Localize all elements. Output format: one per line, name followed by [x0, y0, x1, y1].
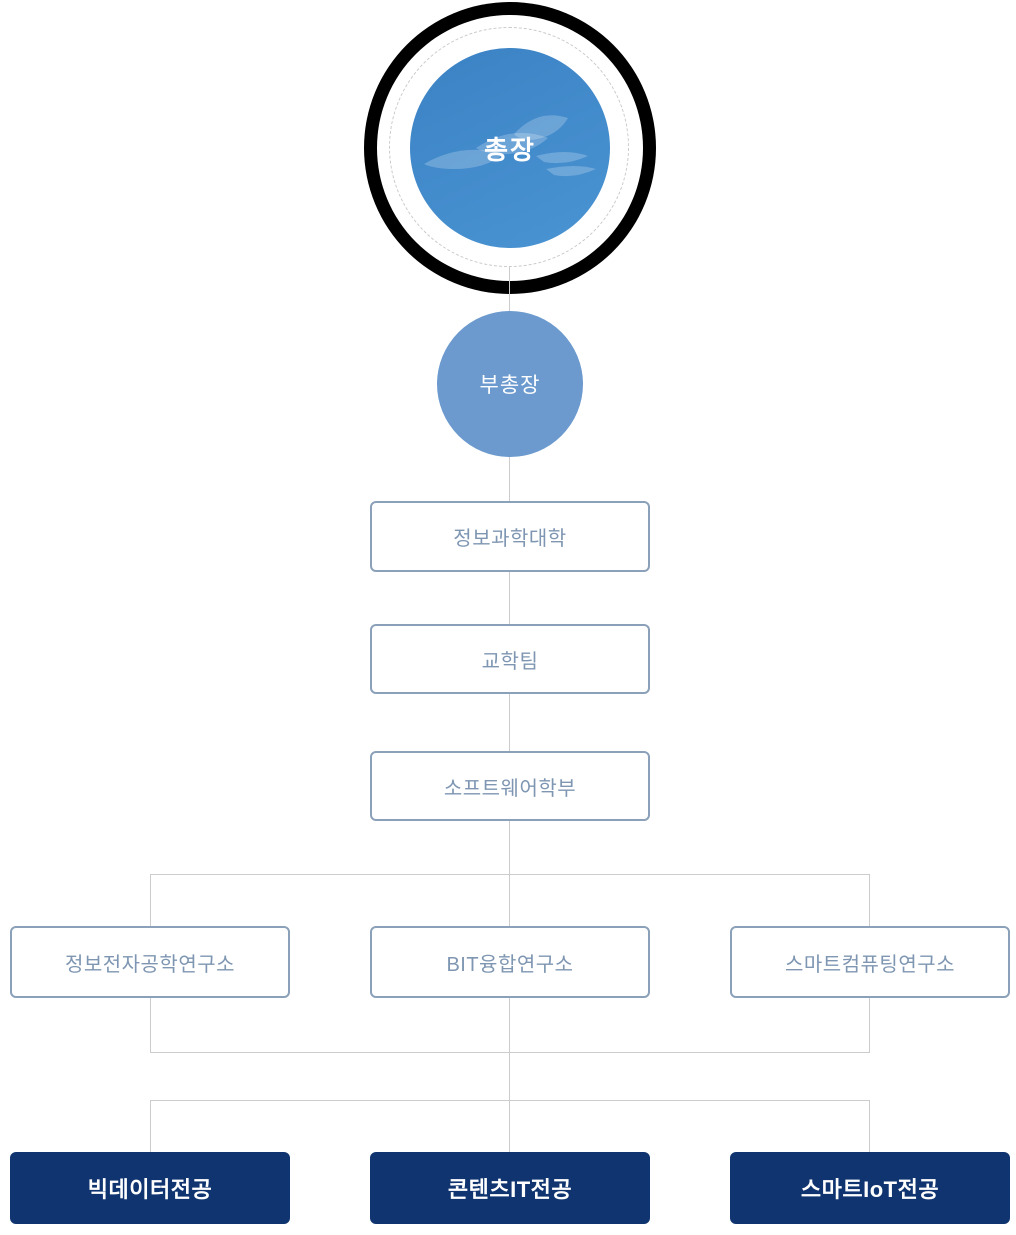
major-label: 콘텐츠IT전공 — [447, 1177, 573, 1202]
wave-logo-icon — [424, 115, 596, 177]
connector-school-bracket — [509, 821, 510, 874]
node-vice-president: 부총장 — [437, 311, 583, 457]
institute-label: BIT융합연구소 — [446, 953, 574, 976]
connector-major-right-drop — [869, 1101, 870, 1152]
institute-label: 정보전자공학연구소 — [64, 953, 236, 976]
president-label: 총장 — [484, 134, 536, 165]
connector-major-left-drop — [150, 1101, 151, 1152]
institute-label: 스마트컴퓨팅연구소 — [784, 953, 956, 976]
bracket-institutes-bottom — [150, 1052, 870, 1053]
connector-bracket-bridge — [509, 1053, 510, 1100]
node-software-school: 소프트웨어학부 — [370, 751, 650, 821]
connector-institute-center-drop — [509, 875, 510, 926]
bracket-majors-top — [150, 1100, 870, 1101]
node-institute-info-electronics: 정보전자공학연구소 — [10, 926, 290, 998]
vice-president-label: 부총장 — [479, 374, 541, 397]
college-label: 정보과학대학 — [453, 528, 567, 550]
bracket-institutes-top — [150, 874, 870, 875]
node-institute-smart-computing: 스마트컴퓨팅연구소 — [730, 926, 1010, 998]
connector-institute-left-down — [150, 998, 151, 1052]
node-academic-team: 교학팀 — [370, 624, 650, 694]
major-label: 빅데이터전공 — [87, 1177, 213, 1202]
connector-institute-left-drop — [150, 875, 151, 926]
connector-president-vice — [509, 266, 510, 311]
connector-vice-college — [509, 456, 510, 501]
connector-institute-right-drop — [869, 875, 870, 926]
connector-college-team — [509, 572, 510, 624]
node-major-smart-iot: 스마트IoT전공 — [730, 1152, 1010, 1224]
connector-institute-right-down — [869, 998, 870, 1052]
academic-team-label: 교학팀 — [481, 650, 539, 673]
connector-institute-center-down — [509, 998, 510, 1052]
node-college: 정보과학대학 — [370, 501, 650, 572]
node-institute-bit-convergence: BIT융합연구소 — [370, 926, 650, 998]
president-disc: 총장 — [410, 48, 610, 248]
node-major-bigdata: 빅데이터전공 — [10, 1152, 290, 1224]
software-school-label: 소프트웨어학부 — [443, 777, 577, 800]
node-major-content-it: 콘텐츠IT전공 — [370, 1152, 650, 1224]
connector-major-center-drop — [509, 1101, 510, 1152]
connector-team-school — [509, 694, 510, 751]
major-label: 스마트IoT전공 — [800, 1177, 940, 1202]
node-president: 총장 — [364, 2, 656, 294]
